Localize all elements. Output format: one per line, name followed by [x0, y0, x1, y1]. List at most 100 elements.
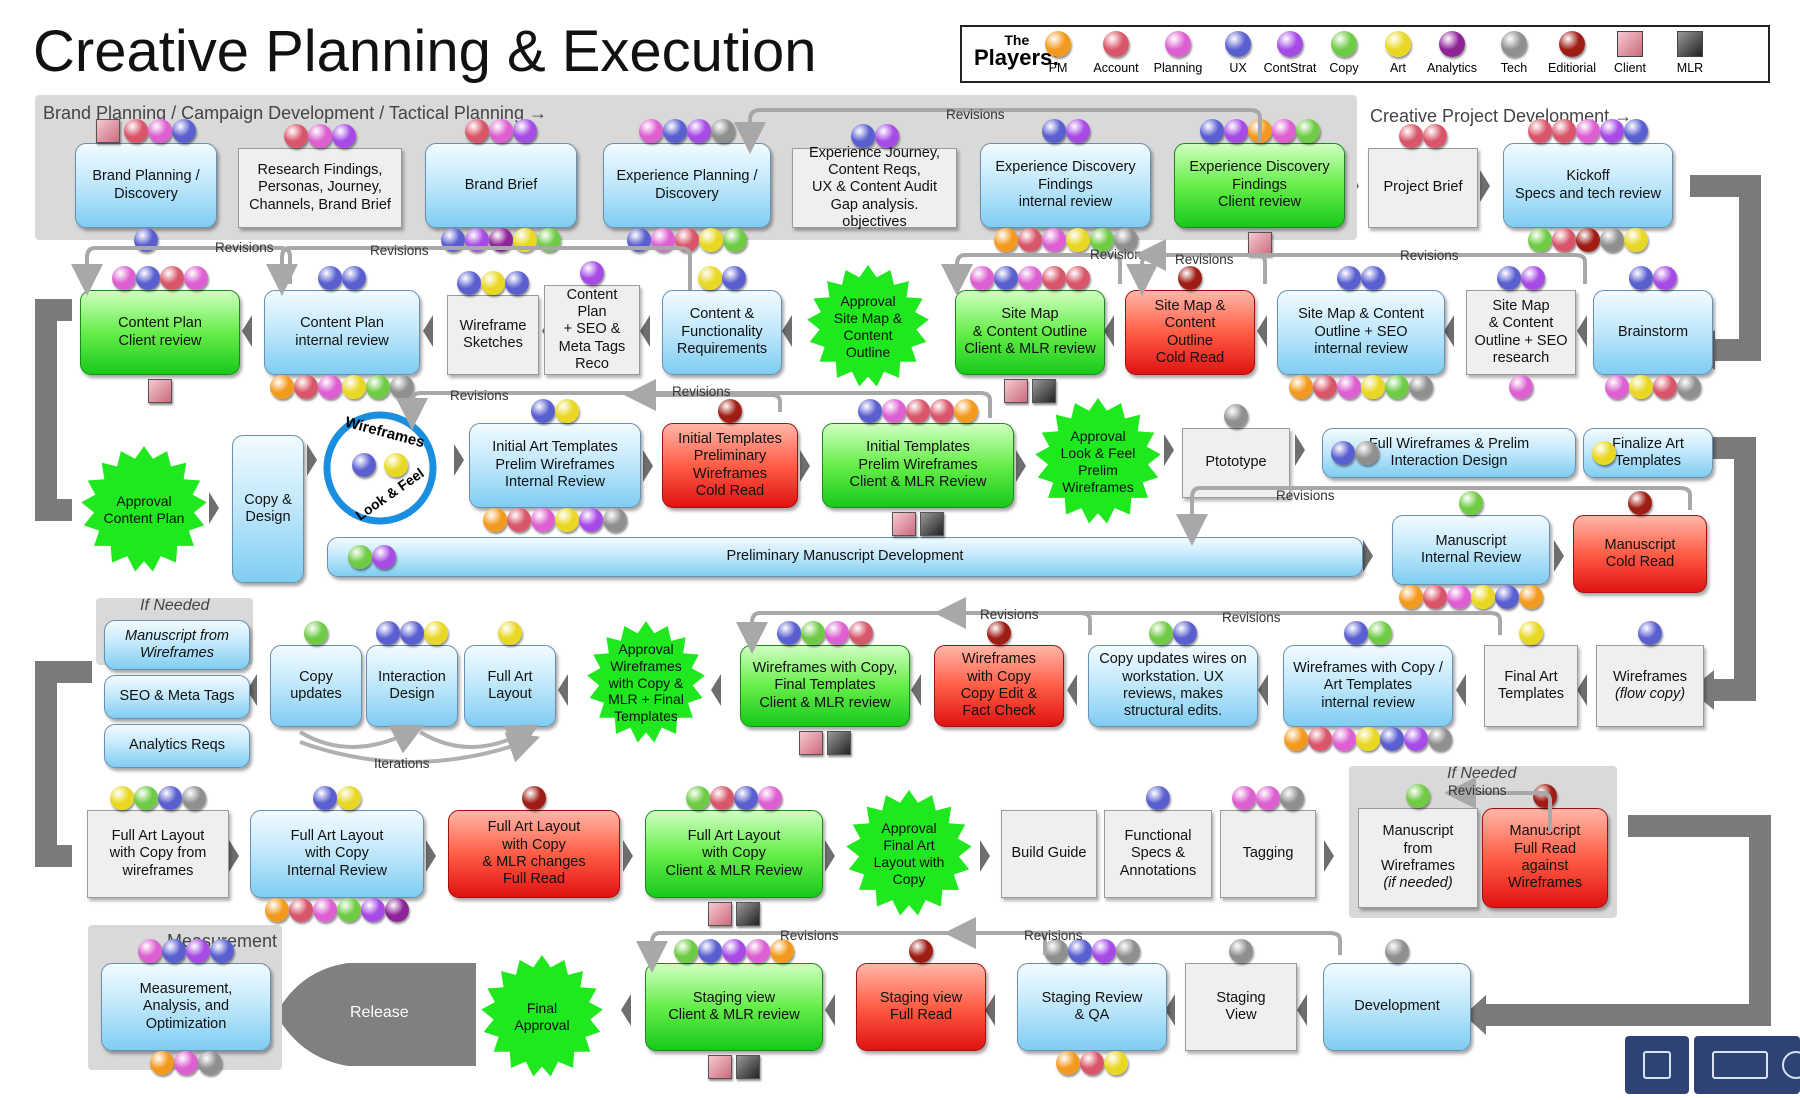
- sitemap-cold-step: Site Map & Content Outline Cold Read: [1125, 290, 1255, 375]
- init-templates-client-step-planning-dot: [882, 399, 906, 423]
- exp-disc-client-step-copy-dot: [1295, 119, 1320, 143]
- init-art-internal-step-tech-dot: [603, 508, 627, 532]
- nav-control[interactable]: [1694, 1036, 1800, 1094]
- sitemap-internal-step-art-dot: [1361, 375, 1385, 399]
- sitemap-client-step-planning-dot: [1018, 266, 1042, 290]
- approval-wf-copy-burst: Approval Wireframes with Copy & MLR + Fi…: [587, 621, 705, 743]
- step-chevron-24: [1295, 434, 1305, 466]
- analytics-reqs-step-label: Analytics Reqs: [129, 737, 225, 754]
- sitemap-internal-step-ux-dot: [1337, 266, 1361, 290]
- brand-brief-step-account-dot: [465, 119, 489, 143]
- sitemap-client-step-account-dot: [1042, 266, 1066, 290]
- interaction-design-step-ux-dot: [400, 621, 424, 645]
- wf-copy-client-step-ux-dot: [777, 621, 801, 645]
- wf-copy-client-step-client-marker: [799, 731, 823, 755]
- brand-planning-step-planning-dot: [148, 119, 172, 143]
- full-art-layout-step: Full Art Layout: [464, 645, 556, 727]
- measurement-box-step-contstrat-dot: [186, 939, 210, 963]
- legend-label-client: Client: [1614, 61, 1646, 75]
- exp-disc-client-step-client-marker: [1247, 232, 1272, 256]
- init-templates-cold-step: Initial Templates Preliminary Wireframes…: [662, 423, 798, 508]
- kickoff-step-account-dot: [1552, 119, 1576, 143]
- project-brief-step: Project Brief: [1368, 148, 1478, 228]
- wireframes-circle-ux-dot: [352, 453, 376, 477]
- init-art-internal-step: Initial Art Templates Prelim Wireframes …: [469, 423, 641, 508]
- full-wireframes-step-label: Full Wireframes & Prelim Interaction Des…: [1368, 435, 1530, 469]
- staging-review-step-account-dot: [1080, 1051, 1104, 1075]
- legend-label-tech: Tech: [1500, 61, 1528, 75]
- copy-updates-wires-step-copy-dot: [1149, 621, 1173, 645]
- init-art-internal-step-contstrat-dot: [579, 508, 603, 532]
- functional-specs-step-label: Functional Specs & Annotations: [1119, 827, 1197, 879]
- fal-internal-step-copy-dot: [337, 898, 361, 922]
- step-chevron-11: [1104, 315, 1114, 347]
- tagging-step: Tagging: [1220, 810, 1316, 898]
- legend-swatch-analytics: [1439, 31, 1465, 57]
- approval-lookfeel-burst: Approval Look & Feel Prelim Wireframes: [1035, 398, 1161, 524]
- init-templates-cold-step-editorial-dot: [718, 399, 742, 423]
- init-art-internal-step-label: Initial Art Templates Prelim Wireframes …: [492, 439, 618, 491]
- manuscript-internal-step-account-dot: [1423, 585, 1447, 609]
- brand-planning-step-account-dot: [124, 119, 148, 143]
- staging-view-step-tech-dot: [1229, 939, 1253, 963]
- wireframes-flow-step-sublabel: (flow copy): [1614, 686, 1686, 702]
- content-func-step-art-dot: [698, 266, 722, 290]
- kickoff-step-account-dot: [1528, 119, 1552, 143]
- exp-disc-internal-step: Experience Discovery Findings internal r…: [980, 143, 1151, 228]
- step-chevron-23: [1164, 434, 1174, 466]
- init-templates-client-step-pm-dot: [954, 399, 978, 423]
- exp-disc-internal-step-art-dot: [1065, 228, 1090, 252]
- manuscript-internal-step-art-dot: [1471, 585, 1495, 609]
- approval-final-art-burst: Approval Final Art Layout with Copy: [846, 790, 972, 916]
- iterations-arrow-2: [418, 724, 540, 754]
- exp-disc-client-step-label: Experience Discovery Findings Client rev…: [1189, 159, 1330, 211]
- legend-swatch-ux: [1225, 31, 1251, 57]
- staging-review-step-pm-dot: [1056, 1051, 1080, 1075]
- revisions-label-r8: Revisions: [672, 384, 731, 399]
- fullscreen-control[interactable]: [1625, 1036, 1689, 1094]
- content-plan-internal-step-art-dot: [342, 375, 366, 399]
- legend-swatch-mlr: [1677, 31, 1703, 57]
- wf-copy-internal-step-label: Wireframes with Copy / Art Templates int…: [1293, 659, 1443, 711]
- init-templates-client-step-account-dot: [930, 399, 954, 423]
- legend-swatch-copy: [1331, 31, 1357, 57]
- staging-review-step-tech-dot: [1044, 939, 1068, 963]
- staging-review-step: Staging Review & QA: [1017, 963, 1167, 1051]
- manuscript-internal-step-pm-dot: [1519, 585, 1543, 609]
- development-step-tech-dot: [1385, 939, 1409, 963]
- legend-item-mlr: MLR: [1658, 31, 1722, 75]
- revision-arrow-r14: [944, 917, 1047, 955]
- manuscript-internal-step: Manuscript Internal Review: [1392, 515, 1550, 585]
- exp-disc-internal-step-tech-dot: [1113, 228, 1138, 252]
- init-art-internal-step-planning-dot: [531, 508, 555, 532]
- content-plan-internal-step-planning-dot: [318, 375, 342, 399]
- brand-planning-step-client-marker: [96, 119, 120, 143]
- sitemap-client-step-label: Site Map & Content Outline Client & MLR …: [964, 306, 1096, 358]
- sitemap-internal-step-label: Site Map & Content Outline + SEO interna…: [1298, 306, 1424, 358]
- brainstorm-step-art-dot: [1629, 375, 1653, 399]
- row4-to-row5-connector: [35, 661, 92, 867]
- exp-planning-step: Experience Planning / Discovery: [603, 143, 771, 228]
- step-chevron-13: [640, 315, 650, 347]
- research-step: Research Findings, Personas, Journey, Ch…: [238, 148, 402, 228]
- staging-full-read-step-label: Staging view Full Read: [879, 989, 963, 1023]
- final-approval-label: Final Approval: [514, 1000, 570, 1033]
- revisions-label-r5: Revisions: [1175, 252, 1234, 267]
- step-chevron-26: [1554, 540, 1564, 572]
- brand-planning-step-label: Brand Planning / Discovery: [92, 168, 200, 202]
- legend-swatch-art: [1385, 31, 1411, 57]
- fal-internal-step-pm-dot: [265, 898, 289, 922]
- prelim-manuscript-contstrat-dot: [372, 545, 396, 569]
- final-approval-burst: Final Approval: [481, 955, 603, 1077]
- exp-disc-internal-step-label: Experience Discovery Findings internal r…: [995, 159, 1136, 211]
- exp-planning-step-planning-dot: [651, 228, 675, 252]
- content-plan-internal-step-pm-dot: [270, 375, 294, 399]
- interaction-design-step-art-dot: [424, 621, 448, 645]
- exp-planning-step-art-dot: [699, 228, 723, 252]
- analytics-reqs-step: Analytics Reqs: [104, 724, 250, 768]
- tagging-step-planning-dot: [1256, 786, 1280, 810]
- content-func-step: Content & Functionality Requirements: [662, 290, 782, 375]
- brand-planning-step-ux-dot: [172, 119, 196, 143]
- wireframes-flow-step: Wireframes(flow copy): [1596, 645, 1704, 727]
- step-chevron-17: [209, 492, 219, 524]
